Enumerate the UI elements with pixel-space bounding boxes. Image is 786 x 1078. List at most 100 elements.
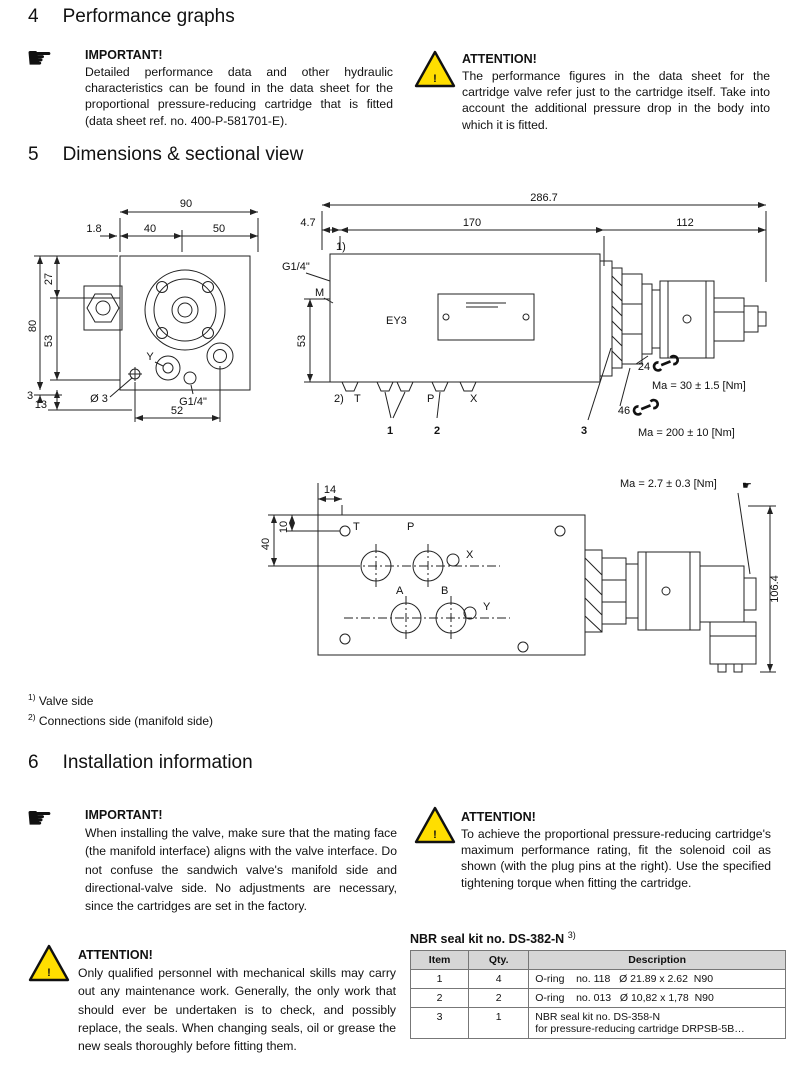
perf-attention-triangle-icon: ! — [414, 50, 456, 93]
dim-80: 80 — [27, 320, 39, 332]
port-t-label-bottom: T — [353, 521, 360, 533]
section-4-title: Performance graphs — [62, 6, 235, 27]
dimensions-drawing: 90 1.8 40 50 80 27 53 3 — [27, 192, 781, 673]
dim-112: 112 — [676, 217, 694, 229]
footnote-2-marker-drawing: 2) — [334, 393, 344, 405]
dim-106-4: 106.4 — [769, 575, 781, 603]
footnote-2-text: Connections side (manifold side) — [38, 714, 213, 728]
perf-important-label: IMPORTANT! — [85, 48, 163, 62]
attention-exclamation: ! — [47, 967, 51, 979]
port-m-label: M — [315, 287, 324, 299]
top-view-labels: Y G1/4" Ø 3 — [90, 351, 207, 408]
item-2-label: 2 — [434, 425, 440, 437]
cell-description: O-ring no. 118 Ø 21.89 x 2.62 N90 — [528, 969, 786, 989]
torque-200-label: Ma = 200 ± 10 [Nm] — [638, 427, 735, 439]
port-x-label-bottom: X — [466, 549, 474, 561]
wrench-46-icon — [631, 397, 661, 417]
dim-4-7: 4.7 — [300, 217, 315, 229]
port-x-label-side: X — [470, 393, 478, 405]
section-4-number: 4 — [28, 6, 39, 27]
cell-qty: 1 — [468, 1007, 530, 1039]
wrench-24-icon — [651, 353, 681, 373]
install-important-label: IMPORTANT! — [85, 808, 163, 822]
footnote-1: 1) Valve side — [28, 692, 93, 708]
top-view-dimensions: 90 1.8 40 50 80 27 53 3 — [27, 198, 259, 422]
table-row: 3 1 NBR seal kit no. DS-358-N for pressu… — [409, 1007, 786, 1039]
dim-14: 14 — [324, 484, 336, 496]
dim-90: 90 — [180, 198, 192, 210]
important-hand-icon: ☛ — [26, 42, 53, 75]
item-1-label: 1 — [387, 425, 393, 437]
bottom-view-torque: Ma = 2.7 ± 0.3 [Nm] ☛ — [620, 478, 752, 575]
footnote-1-marker-drawing: 1) — [336, 241, 346, 253]
seal-kit-title-sup: 3) — [567, 930, 576, 940]
attention-exclamation: ! — [433, 73, 437, 85]
col-header-description: Description — [528, 950, 786, 970]
dim-50: 50 — [213, 223, 225, 235]
wrench-24-size: 24 — [638, 361, 650, 373]
dim-10: 10 — [278, 521, 290, 533]
seal-kit-header-row: Item Qty. Description — [409, 950, 786, 970]
seal-kit-table: Item Qty. Description 1 4 O-ring no. 118… — [409, 950, 786, 1039]
item-3-label: 3 — [581, 425, 587, 437]
install-important-text: When installing the valve, make sure tha… — [85, 826, 397, 914]
thread-label-top: G1/4" — [179, 396, 207, 408]
dim-286-7: 286.7 — [530, 192, 558, 204]
section-5-number: 5 — [28, 144, 39, 165]
footnote-1-marker: 1) — [28, 692, 36, 702]
col-header-item: Item — [409, 950, 470, 970]
dim-53-side: 53 — [296, 335, 308, 347]
footnote-2: 2) Connections side (manifold side) — [28, 712, 213, 728]
cell-item: 1 — [409, 969, 470, 989]
hand-tight-icon: ☛ — [742, 480, 752, 492]
cell-qty: 4 — [468, 969, 530, 989]
bottom-view-body — [317, 514, 586, 656]
port-b-label-bottom: B — [441, 585, 448, 597]
col-header-qty: Qty. — [468, 950, 530, 970]
dim-40: 40 — [144, 223, 156, 235]
port-y-label: Y — [146, 351, 154, 363]
side-view: 286.7 4.7 170 112 53 — [282, 192, 767, 439]
torque-30-label: Ma = 30 ± 1.5 [Nm] — [652, 380, 746, 392]
table-row: 2 2 O-ring no. 013 Ø 10,82 x 1,78 N90 — [409, 988, 786, 1008]
cell-item: 2 — [409, 988, 470, 1008]
dim-170: 170 — [463, 217, 481, 229]
port-y-label-bottom: Y — [483, 601, 491, 613]
footnote-1-text: Valve side — [38, 694, 94, 708]
important-hand-icon-2: ☛ — [26, 802, 53, 835]
dim-13: 13 — [35, 399, 47, 411]
bottom-view: Ma = 2.7 ± 0.3 [Nm] ☛ 14 40 10 106.4 — [260, 478, 781, 673]
attention-exclamation: ! — [433, 829, 437, 841]
top-view: 90 1.8 40 50 80 27 53 3 — [27, 198, 259, 422]
cell-description: NBR seal kit no. DS-358-N for pressure-r… — [528, 1007, 786, 1039]
section-6-title: Installation information — [62, 752, 253, 773]
bottom-view-dimensions: 14 40 10 106.4 — [260, 483, 781, 673]
port-p-label-side: P — [427, 393, 434, 405]
install-attention-left-label: ATTENTION! — [78, 948, 153, 962]
perf-important-text: Detailed performance data and other hydr… — [85, 65, 393, 128]
install-attention-right-triangle-icon: ! — [414, 806, 456, 849]
cell-description: O-ring no. 013 Ø 10,82 x 1,78 N90 — [528, 988, 786, 1008]
install-attention-left-triangle-icon: ! — [28, 944, 70, 987]
table-row: 1 4 O-ring no. 118 Ø 21.89 x 2.62 N90 — [409, 969, 786, 989]
side-view-cartridge — [599, 260, 767, 377]
side-view-body — [329, 253, 601, 392]
top-view-body — [83, 255, 251, 391]
side-view-torques: 24 Ma = 30 ± 1.5 [Nm] 46 Ma = 200 ± 10 [… — [618, 353, 746, 439]
dim-40-bottom: 40 — [260, 538, 272, 550]
dim-1-8: 1.8 — [86, 223, 101, 235]
dim-52: 52 — [171, 405, 183, 417]
perf-attention-label: ATTENTION! — [462, 52, 537, 66]
port-t-label-side: T — [354, 393, 361, 405]
bottom-view-port-labels: T P X A B Y — [353, 521, 491, 613]
install-attention-right-text: To achieve the proportional pressure-red… — [461, 827, 771, 890]
wrench-46-size: 46 — [618, 405, 630, 417]
perf-attention-text: The performance figures in the data shee… — [462, 69, 770, 132]
thread-label-side: G1/4" — [282, 261, 310, 273]
port-a-label-bottom: A — [396, 585, 404, 597]
install-attention-right-label: ATTENTION! — [461, 810, 536, 824]
footnote-2-marker: 2) — [28, 712, 36, 722]
